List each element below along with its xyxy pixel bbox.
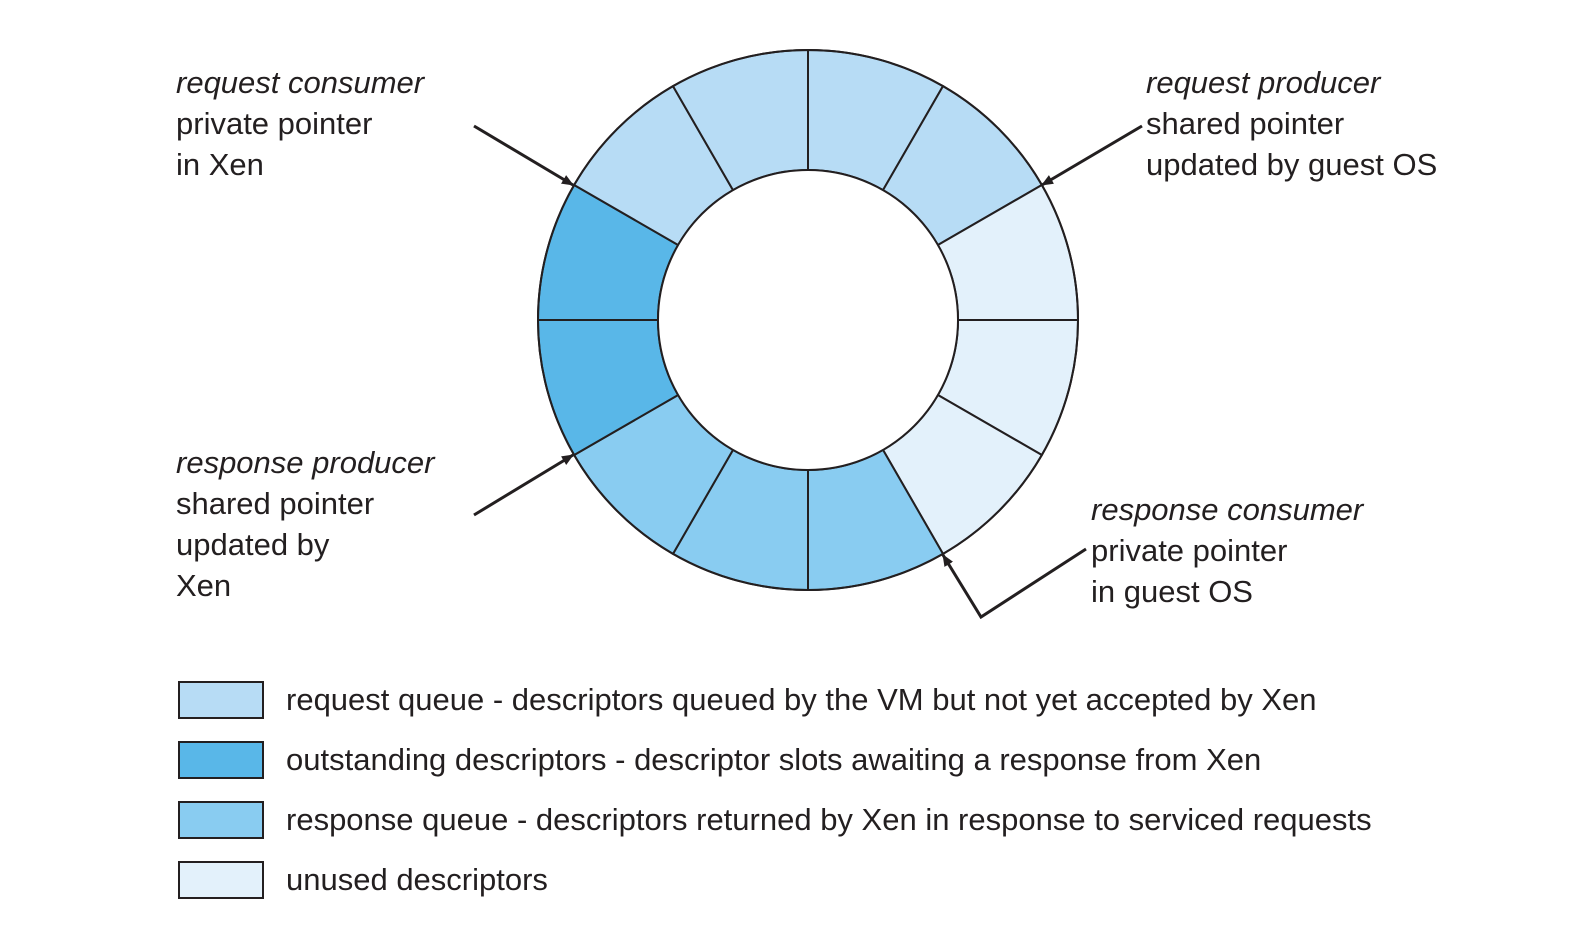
legend-item-outstanding: outstanding descriptors - descriptor slo… bbox=[178, 730, 1372, 790]
request-consumer-callout: request consumer private pointer in Xen bbox=[176, 62, 424, 185]
response-consumer-callout: response consumer private pointer in gue… bbox=[1091, 489, 1363, 612]
legend-item-request-queue: request queue - descriptors queued by th… bbox=[178, 670, 1372, 730]
request-producer-callout: request producer shared pointer updated … bbox=[1146, 62, 1437, 185]
legend-label: unused descriptors bbox=[286, 862, 548, 897]
legend-label: response queue - descriptors returned by… bbox=[286, 802, 1372, 837]
response-consumer-line: in guest OS bbox=[1091, 574, 1253, 609]
request-consumer-title: request consumer bbox=[176, 65, 425, 100]
ring-outer-edge bbox=[537, 49, 1079, 591]
request-producer-title: request producer bbox=[1146, 65, 1381, 100]
request-consumer-arrow bbox=[473, 124, 574, 187]
request-producer-line: shared pointer bbox=[1146, 106, 1345, 141]
legend-swatch bbox=[178, 741, 264, 779]
response-producer-callout: response producer shared pointer updated… bbox=[176, 442, 435, 606]
legend-label: outstanding descriptors - descriptor slo… bbox=[286, 742, 1262, 777]
response-producer-line: Xen bbox=[176, 568, 232, 603]
request-consumer-line: private pointer bbox=[176, 106, 373, 141]
response-consumer-title: response consumer bbox=[1091, 492, 1364, 527]
request-producer-line: updated by guest OS bbox=[1146, 147, 1438, 182]
legend: request queue - descriptors queued by th… bbox=[178, 670, 1372, 910]
legend-label: request queue - descriptors queued by th… bbox=[286, 682, 1317, 717]
request-producer-arrow bbox=[1041, 124, 1143, 187]
response-producer-line: shared pointer bbox=[176, 486, 375, 521]
legend-swatch bbox=[178, 861, 264, 899]
response-producer-line: updated by bbox=[176, 527, 330, 562]
response-consumer-arrow bbox=[941, 547, 1087, 620]
legend-item-unused: unused descriptors bbox=[178, 850, 1372, 910]
request-consumer-line: in Xen bbox=[176, 147, 264, 182]
legend-swatch bbox=[178, 801, 264, 839]
response-consumer-line: private pointer bbox=[1091, 533, 1288, 568]
legend-item-response-queue: response queue - descriptors returned by… bbox=[178, 790, 1372, 850]
ring-inner-edge bbox=[657, 169, 959, 471]
legend-swatch bbox=[178, 681, 264, 719]
response-producer-arrow bbox=[473, 453, 574, 517]
response-producer-title: response producer bbox=[176, 445, 435, 480]
